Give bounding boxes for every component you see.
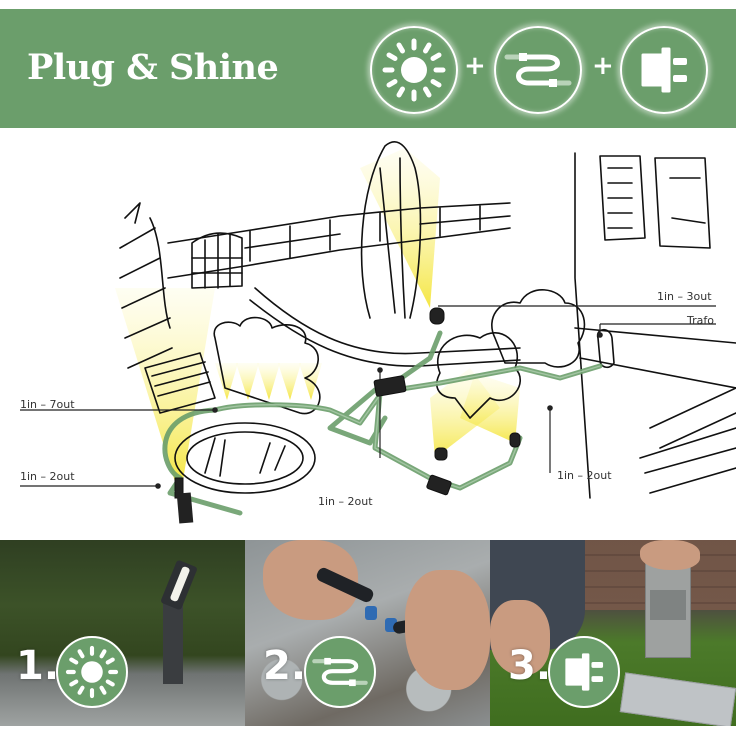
step-3-badge: [548, 636, 620, 708]
step-1-badge: [56, 636, 128, 708]
step-2-badge: [304, 636, 376, 708]
header-plug-icon-badge: [620, 26, 708, 114]
step-2-photo: 2.: [245, 540, 490, 726]
garden-spot-lamp: [163, 600, 183, 684]
callout-1in-7out: 1in – 7out: [20, 398, 75, 411]
callout-1in-2out-left: 1in – 2out: [20, 470, 75, 483]
callout-1in-2out-right: 1in – 2out: [557, 469, 612, 482]
hand: [490, 600, 550, 675]
step-1-photo: 1.: [0, 540, 245, 726]
header-cable-icon-badge: [494, 26, 582, 114]
header-sun-icon-badge: [370, 26, 458, 114]
callout-trafo: Trafo: [687, 314, 714, 327]
step-3-photo: 3.: [490, 540, 736, 726]
plug-icon: [565, 653, 604, 691]
plus-sign: +: [592, 51, 614, 81]
cable-icon: [312, 657, 368, 687]
plus-sign: +: [464, 51, 486, 81]
hand: [405, 570, 490, 690]
step-number: 2.: [263, 643, 307, 689]
sun-icon: [382, 38, 446, 102]
steps-photo-strip: 1. 2.: [0, 540, 736, 726]
cable-connector: [365, 606, 377, 620]
step-number: 1.: [16, 643, 60, 689]
garden-lighting-diagram: 1in – 7out 1in – 2out 1in – 2out 1in – 2…: [0, 128, 736, 540]
callout-1in-2out-center: 1in – 2out: [318, 495, 373, 508]
cable-icon: [504, 53, 572, 87]
hand: [640, 540, 700, 570]
page-title: Plug & Shine: [27, 47, 279, 88]
plug-icon: [641, 47, 687, 93]
transformer: [619, 672, 736, 726]
sun-icon: [65, 645, 119, 699]
header-banner: Plug & Shine + +: [0, 9, 736, 128]
step-number: 3.: [508, 643, 552, 689]
garden-illustration: [20, 141, 736, 524]
callout-1in-3out: 1in – 3out: [657, 290, 712, 303]
